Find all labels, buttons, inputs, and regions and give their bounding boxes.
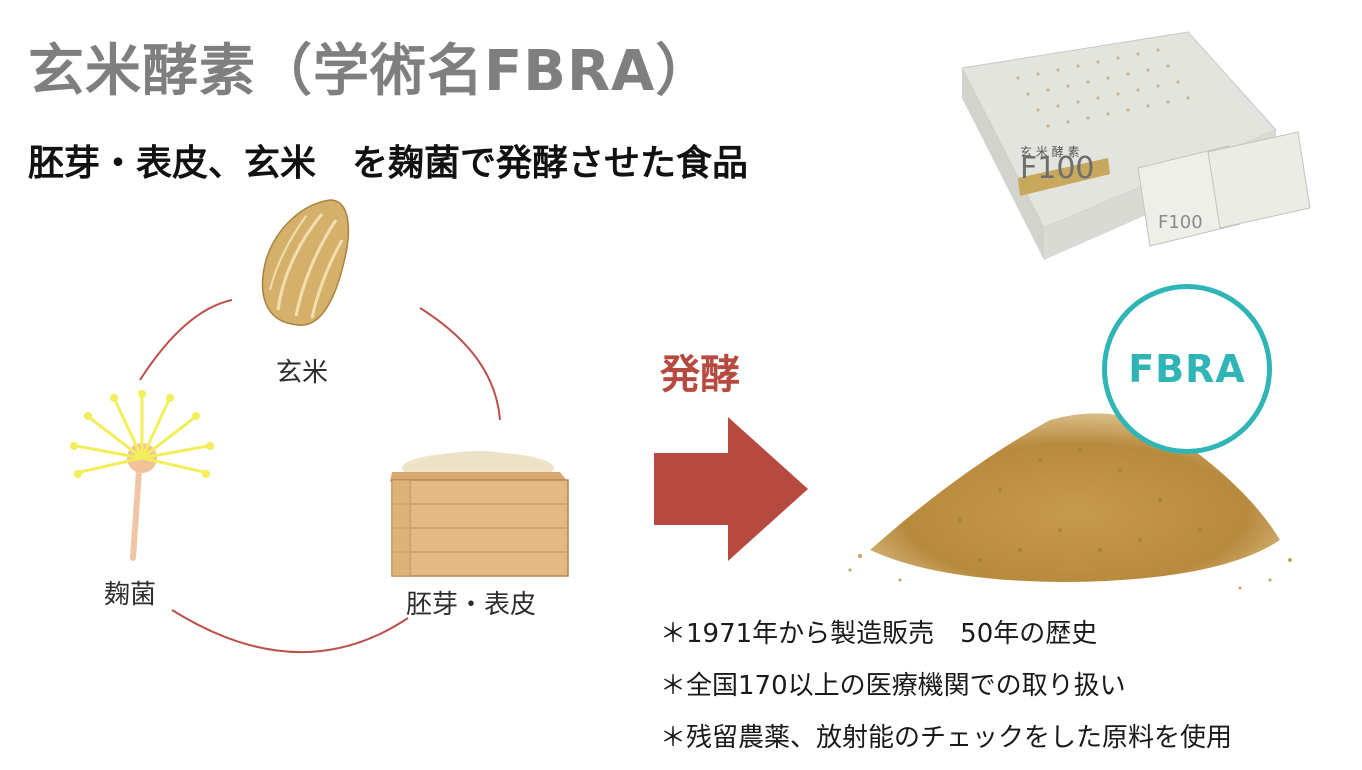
process-arrow-icon (654, 417, 808, 561)
wooden-box-icon (390, 451, 569, 577)
slide-title: 玄米酵素（学術名FBRA） (28, 39, 713, 104)
box-brand-text: 玄 米 酵 素 (1020, 144, 1079, 159)
koji-label: 麹菌 (104, 580, 157, 610)
cycle-arc-top-right (419, 307, 501, 421)
note-item: ＊1971年から製造販売 50年の歴史 (660, 619, 1098, 649)
koji-mold-icon (70, 390, 214, 561)
ferment-label: 発酵 (660, 352, 740, 398)
note-item: ＊残留農薬、放射能のチェックをした原料を使用 (660, 723, 1233, 753)
note-item: ＊全国170以上の医療機関での取り扱い (660, 671, 1126, 701)
brown-rice-label: 玄米 (276, 358, 329, 388)
fbra-badge: FBRA (1102, 284, 1272, 454)
product-box-image: 玄 米 酵 素 F100 F100 (961, 31, 1311, 260)
sachet-code-text: F100 (1158, 212, 1203, 233)
germ-bran-label: 胚芽・表皮 (406, 590, 537, 620)
brown-rice-icon (261, 199, 350, 326)
cycle-diagram (70, 199, 569, 654)
box-code-text: F100 (1020, 151, 1095, 186)
sachet-group: F100 (1137, 131, 1311, 247)
cycle-arc-top-left (139, 299, 233, 381)
fbra-badge-text: FBRA (1128, 347, 1246, 391)
slide-subtitle: 胚芽・表皮、玄米 を麹菌で発酵させた食品 (28, 143, 749, 184)
fermented-grain-image (848, 413, 1292, 590)
notes-list: ＊1971年から製造販売 50年の歴史 ＊全国170以上の医療機関での取り扱い … (660, 614, 1232, 770)
cycle-arc-bottom (171, 609, 409, 654)
